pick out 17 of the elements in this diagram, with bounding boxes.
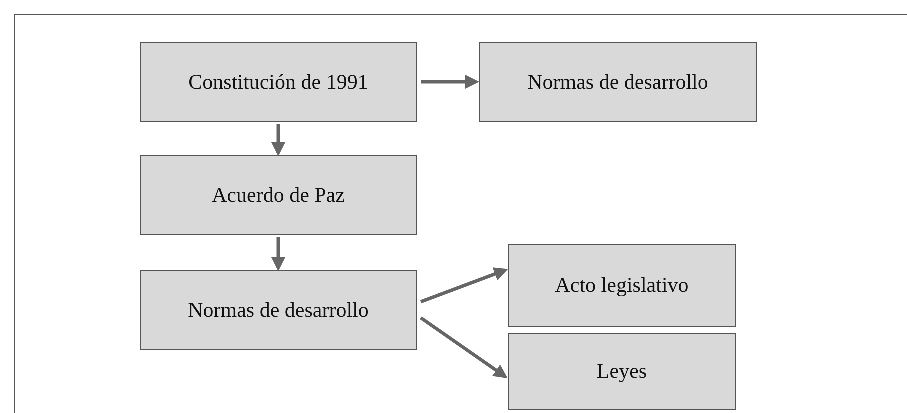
arrow — [420, 316, 508, 378]
arrow — [421, 75, 480, 89]
arrow — [420, 268, 508, 304]
box-label: Acto legislativo — [555, 273, 689, 298]
arrow — [272, 237, 286, 272]
box-label: Acuerdo de Paz — [212, 182, 345, 208]
process-box — [508, 333, 736, 410]
process-box — [479, 42, 757, 122]
process-box — [140, 155, 417, 235]
box-label: Normas de desarrollo — [188, 298, 369, 322]
arrow — [272, 124, 286, 156]
process-box — [508, 244, 736, 327]
process-box — [140, 42, 417, 122]
box-label: Constitución de 1991 — [188, 70, 368, 94]
box-label: Leyes — [596, 359, 648, 384]
box-label: Normas de desarrollo — [528, 70, 708, 94]
process-box — [140, 270, 417, 350]
